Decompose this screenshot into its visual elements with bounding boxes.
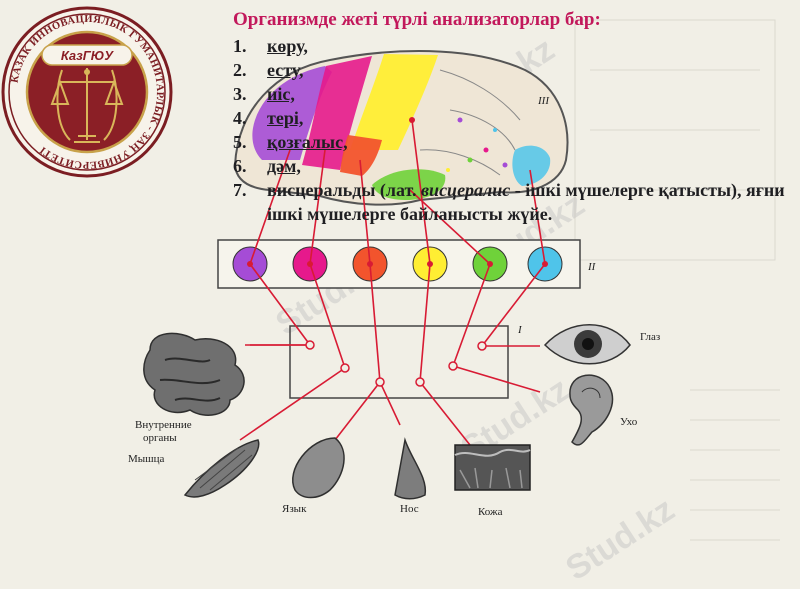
- item-text: иіс,: [267, 84, 295, 104]
- lobe-violet: [252, 66, 332, 160]
- item-number: 6.: [233, 156, 247, 176]
- brain: III: [233, 50, 569, 206]
- item-number: 3.: [233, 84, 247, 104]
- internal-label-line1: Внутренние: [135, 419, 192, 431]
- item-text: көру,: [267, 36, 308, 56]
- analyzer-diagram: III II I: [1, 6, 780, 541]
- receptor-endings: [305, 340, 487, 387]
- item-text: дәм,: [267, 156, 301, 176]
- item-text: тері,: [267, 108, 304, 128]
- item-number: 7.: [233, 180, 247, 200]
- heading: Организмде жеті түрлі анализаторлар бар:: [233, 9, 601, 30]
- slide: Stud.kz Stud.kz Stud.kz Stud.kz Stud.kz: [1, 6, 798, 588]
- list-item: 2. есту,: [233, 58, 798, 82]
- lobe-magenta: [302, 56, 372, 170]
- item-number: 2.: [233, 60, 247, 80]
- tongue-label: Язык: [282, 503, 307, 515]
- item-number: 5.: [233, 132, 247, 152]
- organ-tongue: Язык: [282, 437, 345, 515]
- item-number: 1.: [233, 36, 247, 56]
- skin-label: Кожа: [478, 506, 503, 518]
- receptor-panel: I: [289, 324, 523, 399]
- lobe-cyan: [512, 145, 551, 186]
- organ-muscle: Мышца: [128, 439, 260, 498]
- analyzer-list-block: Организмде жеті түрлі анализаторлар бар:…: [233, 8, 798, 226]
- organ-eye: Глаз: [543, 324, 660, 365]
- list-item: 1. көру,: [233, 34, 798, 58]
- organ-skin: Кожа: [454, 444, 531, 518]
- lobe-yellow: [350, 54, 438, 150]
- internal-label-line2: органы: [143, 432, 177, 444]
- item-text: висцеральды (лат. висцералис - ішкі мүше…: [267, 180, 785, 224]
- item-text: есту,: [267, 60, 304, 80]
- brain-level-label: III: [537, 95, 550, 107]
- list-item: 5. қозғалыс,: [233, 130, 798, 154]
- analyzer-list: 1. көру, 2. есту, 3. иіс, 4. тері, 5. қозғалы…: [233, 34, 798, 226]
- receptor-level-label: I: [517, 324, 523, 336]
- background-page: [574, 19, 780, 541]
- university-logo: КАЗАК ИННОВАЦИЯЛЫК ГУМАНИТАРЛЫК - ЗАҢ УН…: [1, 6, 173, 178]
- organ-ear: Ухо: [569, 374, 638, 446]
- logo-center-text: КазГЮУ: [61, 48, 114, 63]
- ear-label: Ухо: [620, 416, 638, 428]
- lobe-red: [340, 135, 382, 176]
- list-item: 4. тері,: [233, 106, 798, 130]
- cortical-tracts: [249, 119, 546, 265]
- organ-internal: Внутренние органы: [135, 332, 245, 444]
- afferent-pathways: [239, 263, 546, 446]
- list-item: 7. висцеральды (лат. висцералис - ішкі мү…: [233, 178, 798, 226]
- list-item: 3. иіс,: [233, 82, 798, 106]
- scales-icon: [50, 68, 124, 143]
- nuclei-panel: II: [217, 239, 597, 289]
- item-number: 4.: [233, 108, 247, 128]
- nose-label: Нос: [400, 503, 419, 515]
- lobe-green: [372, 169, 446, 200]
- muscle-label: Мышца: [128, 453, 165, 465]
- organ-nose: Нос: [394, 437, 427, 515]
- list-item: 6. дәм,: [233, 154, 798, 178]
- item-text: қозғалыс,: [267, 132, 348, 152]
- nuclei-level-label: II: [587, 261, 597, 273]
- eye-label: Глаз: [640, 331, 660, 343]
